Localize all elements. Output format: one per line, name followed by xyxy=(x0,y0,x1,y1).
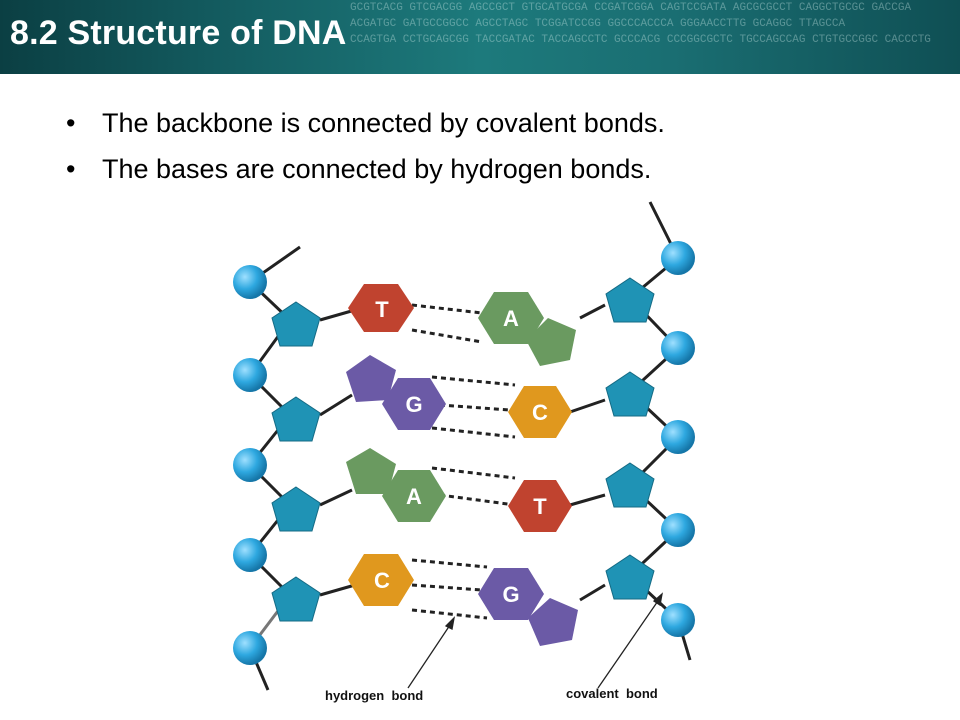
hydrogen-bond-label: hydrogen bond xyxy=(325,688,424,703)
base-label: G xyxy=(502,582,519,607)
right-phosphates xyxy=(661,241,695,637)
sequence-line: CCAGTGA CCTGCAGCGG TACCGATAC TACCAGCCTC … xyxy=(350,34,931,46)
base-A-pentagon-2 xyxy=(346,448,396,494)
sequence-line: ACGATGC GATGCCGGCC AGCCTAGC TCGGATCCGG G… xyxy=(350,18,846,30)
base-label: A xyxy=(406,484,422,509)
base-T-hexagon xyxy=(348,284,414,332)
slide-title: 8.2 Structure of DNA xyxy=(10,14,347,52)
base-G-hexagon xyxy=(478,568,544,620)
covalent-bond-label: covalent bond xyxy=(566,686,658,701)
base-A-pentagon-2 xyxy=(526,318,576,366)
base-A-hexagon xyxy=(382,470,446,522)
base-G-hexagon xyxy=(382,378,446,430)
dna-sequence-background: GCGTCACG GTCGACGG AGCCGCT GTGCATGCGA CCG… xyxy=(340,0,960,74)
right-sugars xyxy=(605,277,655,600)
base-label: C xyxy=(374,568,390,593)
base-label: C xyxy=(532,400,548,425)
base-C-hexagon xyxy=(508,386,572,438)
base-G-pentagon-2 xyxy=(346,355,396,402)
base-label: G xyxy=(405,392,422,417)
base-T-hexagon xyxy=(508,480,572,532)
bullet-list: The backbone is connected by covalent bo… xyxy=(58,100,665,192)
sequence-line: GCGTCACG GTCGACGG AGCCGCT GTGCATGCGA CCG… xyxy=(350,2,912,14)
base-label: A xyxy=(503,306,519,331)
base-C-hexagon xyxy=(348,554,414,606)
base-G-pentagon-2 xyxy=(528,598,578,646)
left-sugars xyxy=(271,301,321,622)
hydrogen-bonds xyxy=(411,303,516,620)
bullet-item: The bases are connected by hydrogen bond… xyxy=(58,146,665,192)
base-label: T xyxy=(375,297,389,322)
hydrogen-bond-pointer xyxy=(407,616,456,689)
base-A-hexagon xyxy=(478,292,544,344)
covalent-bond-pointer xyxy=(597,592,663,689)
base-label: T xyxy=(533,494,547,519)
left-phosphates xyxy=(233,265,267,665)
title-bar: GCGTCACG GTCGACGG AGCCGCT GTGCATGCGA CCG… xyxy=(0,0,960,74)
bullet-item: The backbone is connected by covalent bo… xyxy=(58,100,665,146)
